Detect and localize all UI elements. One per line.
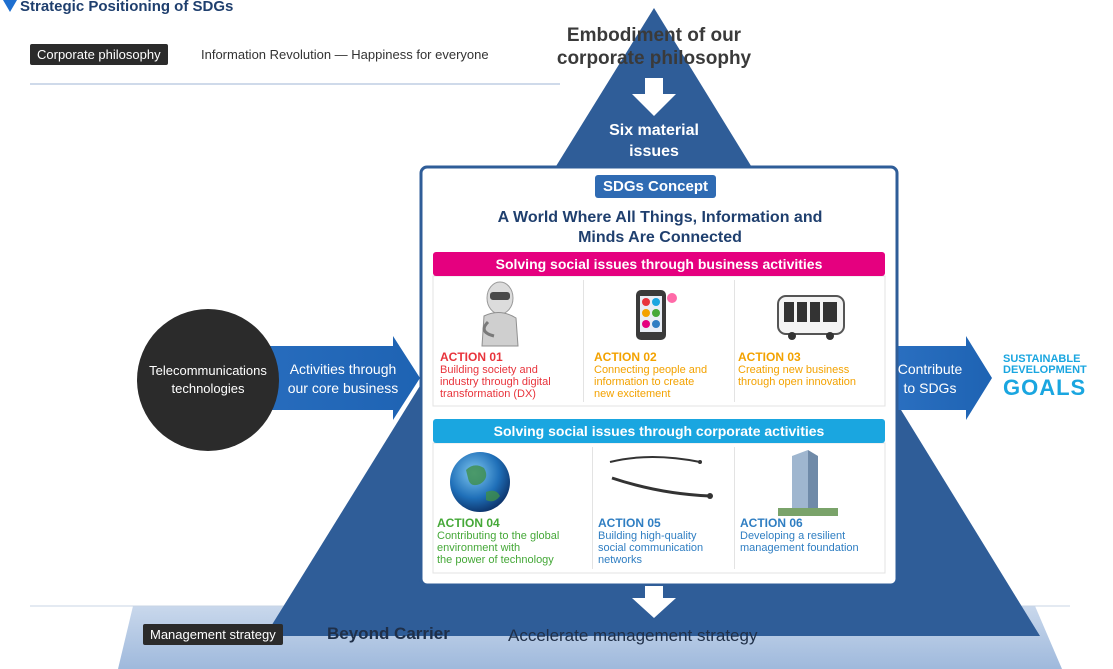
page-title: Strategic Positioning of SDGs <box>20 0 234 15</box>
building-image <box>778 450 838 516</box>
header-bar <box>2 0 17 14</box>
action-05-label: ACTION 05 <box>598 516 661 530</box>
earth-image <box>450 452 510 512</box>
corporate-philosophy-tag: Corporate philosophy <box>30 44 168 65</box>
action-03-label: ACTION 03 <box>738 350 801 364</box>
autonomous-bus-image <box>777 295 845 340</box>
down-arrow-top <box>632 78 676 116</box>
core-business-label: Activities through our core business <box>287 361 399 396</box>
action-02-label: ACTION 02 <box>594 350 657 364</box>
concept-title: A World Where All Things, Information an… <box>497 209 823 246</box>
right-arrow <box>895 336 992 420</box>
down-arrow-bottom <box>632 586 676 618</box>
telecom-circle <box>137 309 279 451</box>
triangle-down-icon <box>3 0 17 12</box>
contribute-label: Contribute to SDGs <box>897 361 963 396</box>
card-divider <box>592 447 593 569</box>
action-01-label: ACTION 01 <box>440 350 503 364</box>
management-strategy-tag: Management strategy <box>143 624 283 645</box>
beyond-carrier-label: Beyond Carrier <box>327 624 450 643</box>
accelerate-strategy-label: Accelerate management strategy <box>508 626 758 645</box>
action-06-label: ACTION 06 <box>740 516 803 530</box>
submarine-cable-image <box>609 456 713 499</box>
philosophy-text: Information Revolution — Happiness for e… <box>201 47 489 62</box>
smartphone-image <box>636 290 677 340</box>
sdgs-concept-badge: SDGs Concept <box>595 175 717 198</box>
card-divider <box>734 280 735 402</box>
action-04-label: ACTION 04 <box>437 516 500 530</box>
embodiment-label: Embodiment of our corporate philosophy <box>556 25 752 69</box>
sdgs-logo: SUSTAINABLE DEVELOPMENT GOALS <box>1003 353 1087 400</box>
telecom-label: Telecommunications technologies <box>149 363 267 396</box>
material-issues-label: Six material issues <box>609 122 699 160</box>
card-divider <box>583 280 584 402</box>
card-divider <box>734 447 735 569</box>
business-activities-band: Solving social issues through business a… <box>433 252 885 276</box>
corporate-activities-band: Solving social issues through corporate … <box>433 419 885 443</box>
robot-image <box>481 281 519 347</box>
